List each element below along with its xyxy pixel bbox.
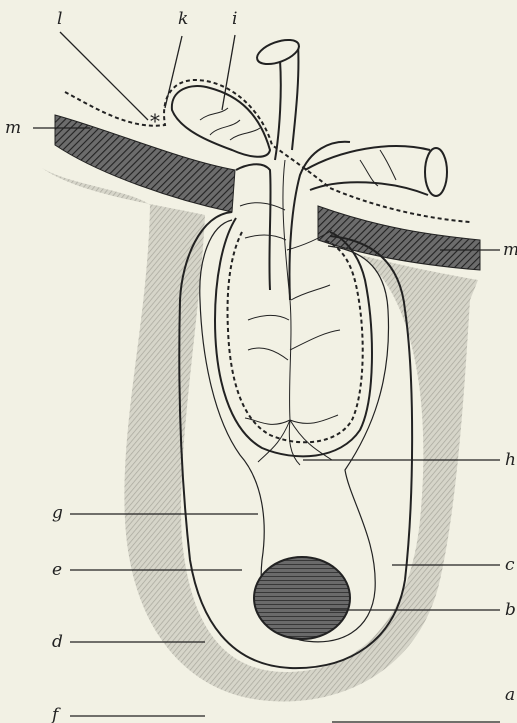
folded-tube (172, 86, 270, 157)
label-d: d (52, 632, 63, 652)
label-k: k (178, 9, 188, 29)
yolk-sac (254, 557, 350, 639)
tube-opening-right (425, 148, 447, 196)
tube-opening-top (254, 35, 302, 69)
label-b: b (505, 600, 516, 620)
amnion-dashed (228, 232, 363, 442)
label-e: e (52, 560, 62, 580)
label-g: g (52, 503, 63, 523)
label-m-left: m (5, 118, 21, 138)
membrane-left (55, 115, 235, 212)
label-l: l (57, 9, 62, 29)
amnion-solid (215, 218, 372, 456)
label-m-right: m (503, 240, 517, 260)
asterisk-marker: * (150, 109, 160, 133)
label-i: i (232, 9, 237, 29)
right-tube (305, 146, 430, 195)
label-c: c (505, 555, 515, 575)
label-f: f (50, 705, 61, 723)
label-h: h (505, 450, 516, 470)
label-a: a (505, 685, 515, 705)
